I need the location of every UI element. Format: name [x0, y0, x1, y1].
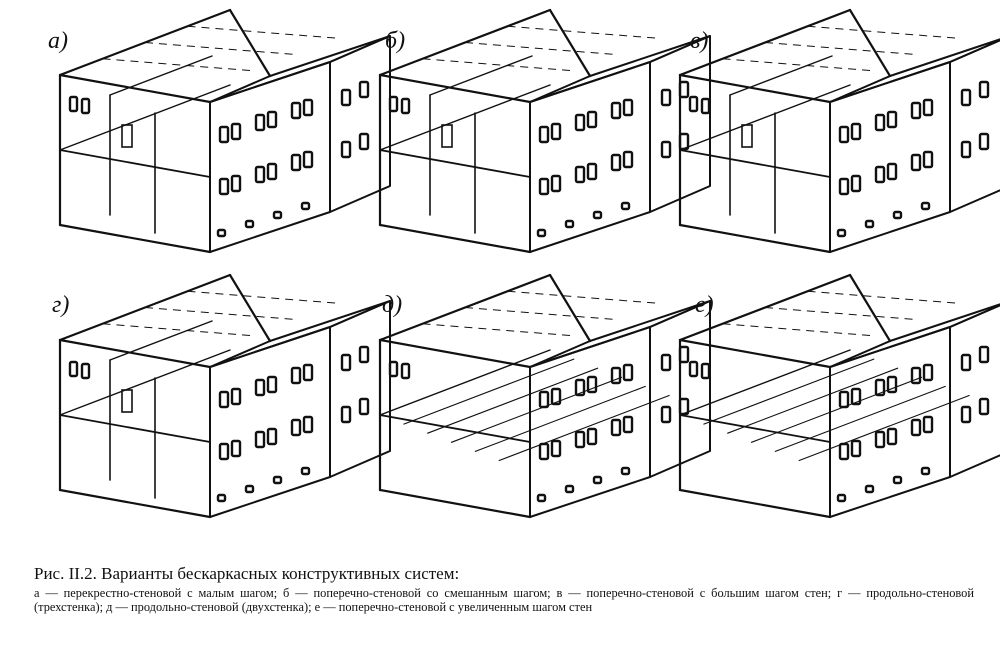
panel-label-1: а) [48, 28, 68, 54]
panel-5-drawing [378, 273, 711, 519]
panel-6-drawing [678, 273, 1000, 519]
panel-4-drawing [58, 273, 391, 519]
panel-label-6: е) [695, 292, 714, 318]
panel-label-2: б) [385, 28, 405, 54]
panel-label-5: д) [382, 292, 402, 318]
panel-label-4: г) [52, 292, 69, 318]
panel-2-drawing [378, 8, 711, 254]
isometric-drawings: а) б) в) г) д) е) [48, 8, 1000, 519]
caption-text: а — перекрестно-стеновой с малым шагом; … [34, 586, 974, 614]
panel-3-drawing [678, 8, 1000, 254]
panel-1-drawing [58, 8, 391, 254]
caption-title: Рис. II.2. Варианты бескаркасных констру… [34, 564, 460, 583]
panel-label-3: в) [690, 28, 708, 54]
figure-caption: Рис. II.2. Варианты бескаркасных констру… [34, 563, 974, 614]
